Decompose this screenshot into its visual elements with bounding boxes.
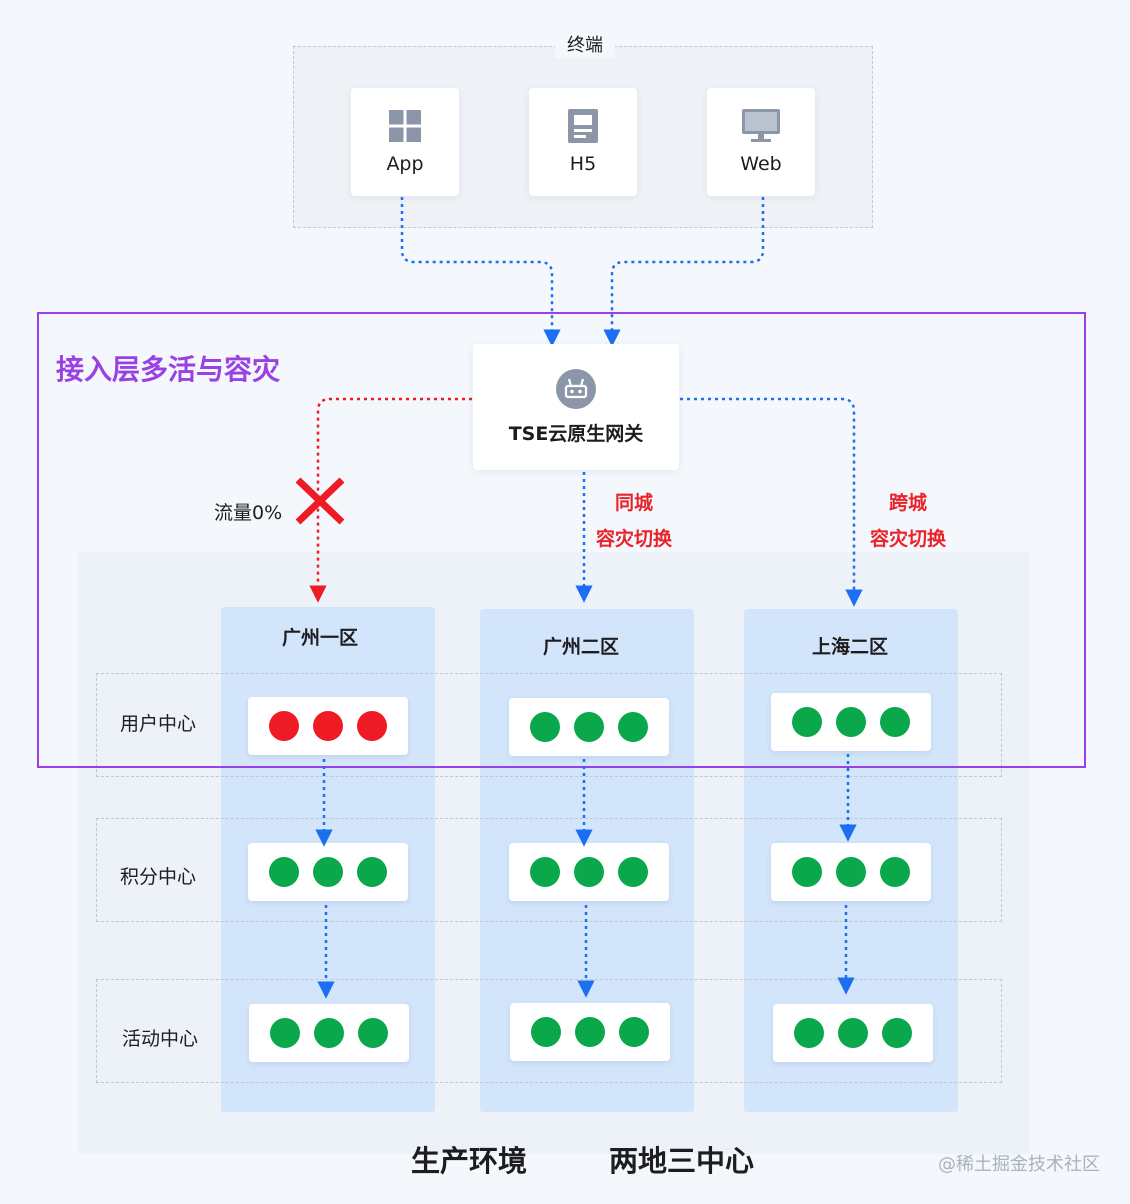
service-card-gz2-activity[interactable]	[510, 1003, 670, 1061]
status-dot	[880, 857, 910, 887]
service-card-sh2-points[interactable]	[771, 843, 931, 901]
status-dot	[530, 857, 560, 887]
service-card-sh2-user[interactable]	[771, 693, 931, 751]
status-dot	[530, 712, 560, 742]
status-dot	[531, 1017, 561, 1047]
access-layer-frame	[37, 312, 1086, 768]
status-dot	[313, 857, 343, 887]
status-dot	[313, 711, 343, 741]
watermark: @稀土掘金技术社区	[938, 1154, 1100, 1175]
service-label-points: 积分中心	[119, 866, 196, 888]
flow-gateway-to-gz1-failed	[309, 397, 472, 603]
status-dot	[357, 711, 387, 741]
service-label-activity: 活动中心	[121, 1028, 198, 1050]
terminal-h5-label: H5	[569, 153, 597, 175]
service-card-gz1-user[interactable]	[248, 697, 408, 755]
status-dot	[619, 1017, 649, 1047]
status-dot	[792, 857, 822, 887]
cross-city-label-line2: 容灾切换	[869, 528, 946, 550]
service-card-gz1-activity[interactable]	[249, 1004, 409, 1062]
region-title-gz1: 广州一区	[281, 627, 358, 649]
footer-production-environment: 生产环境	[411, 1144, 528, 1178]
terminal-app-card[interactable]: App	[351, 88, 459, 196]
gateway-label: TSE云原生网关	[508, 422, 644, 445]
terminal-title: 终端	[555, 34, 615, 58]
access-layer-title: 接入层多活与容灾	[56, 353, 281, 386]
status-dot	[574, 712, 604, 742]
status-dot	[574, 857, 604, 887]
terminal-h5-card[interactable]: H5	[529, 88, 637, 196]
same-city-label-line1: 同城	[614, 492, 653, 514]
close-icon	[295, 477, 345, 525]
status-dot	[270, 1018, 300, 1048]
service-card-gz2-points[interactable]	[509, 843, 669, 901]
terminal-web-card[interactable]: Web	[707, 88, 815, 196]
flow-app-to-gateway	[400, 197, 561, 347]
status-dot	[358, 1018, 388, 1048]
status-dot	[618, 857, 648, 887]
status-dot	[882, 1018, 912, 1048]
service-label-user: 用户中心	[119, 713, 196, 735]
status-dot	[836, 707, 866, 737]
terminal-app-label: App	[386, 153, 424, 175]
service-row-user	[96, 673, 1002, 777]
gateway-card[interactable]: TSE云原生网关	[473, 344, 679, 470]
region-title-sh2: 上海二区	[811, 636, 888, 658]
cross-city-label-line1: 跨城	[888, 492, 927, 514]
terminal-web-label: Web	[740, 153, 782, 175]
service-card-gz2-user[interactable]	[509, 698, 669, 756]
status-dot	[357, 857, 387, 887]
status-dot	[792, 707, 822, 737]
app-grid-icon	[389, 110, 421, 142]
status-dot	[618, 712, 648, 742]
traffic-percent-label: 流量0%	[214, 502, 283, 524]
service-row-points	[96, 818, 1002, 922]
status-dot	[880, 707, 910, 737]
status-dot	[836, 857, 866, 887]
same-city-failover-label: 同城 容灾切换	[584, 485, 684, 557]
monitor-icon	[742, 109, 780, 142]
flow-web-to-gateway	[603, 197, 765, 347]
status-dot	[314, 1018, 344, 1048]
service-card-gz1-points[interactable]	[248, 843, 408, 901]
service-row-activity	[96, 979, 1002, 1083]
status-dot	[575, 1017, 605, 1047]
status-dot	[838, 1018, 868, 1048]
cross-city-failover-label: 跨城 容灾切换	[858, 485, 958, 557]
same-city-label-line2: 容灾切换	[595, 528, 672, 550]
status-dot	[269, 711, 299, 741]
flow-gateway-to-sh2	[680, 397, 863, 607]
status-dot	[794, 1018, 824, 1048]
gateway-router-icon	[556, 368, 596, 409]
footer-two-sites-three-centers: 两地三中心	[609, 1144, 755, 1178]
region-title-gz2: 广州二区	[542, 636, 619, 658]
service-card-sh2-activity[interactable]	[773, 1004, 933, 1062]
h5-page-icon	[568, 109, 598, 143]
status-dot	[269, 857, 299, 887]
